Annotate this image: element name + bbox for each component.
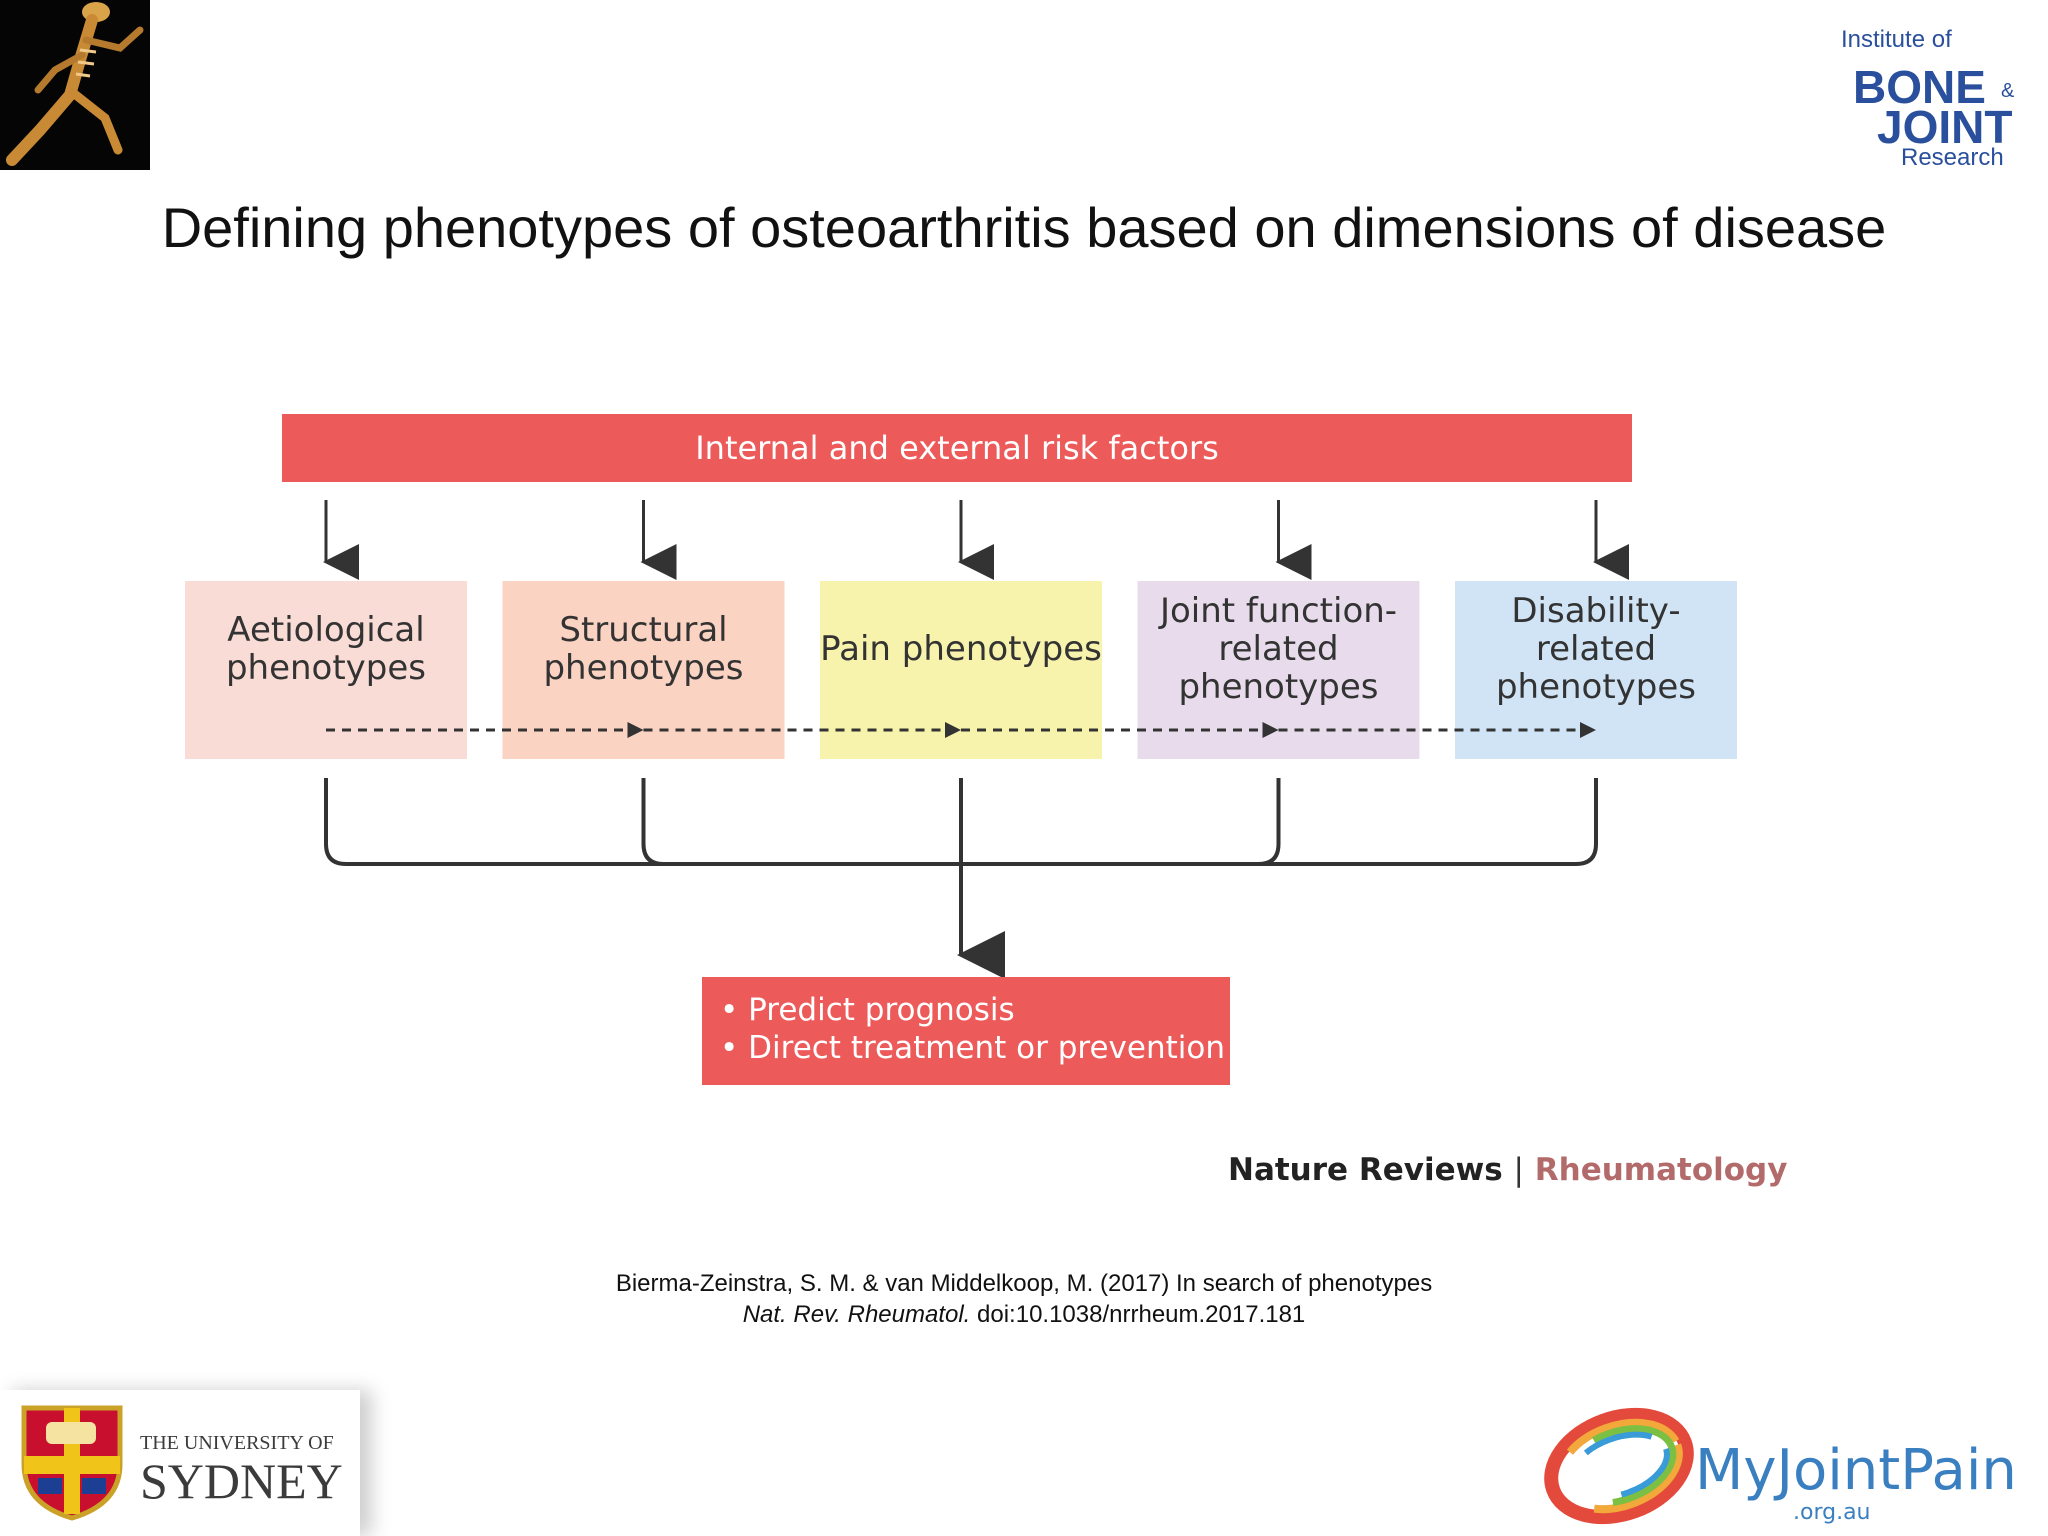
- citation: Bierma-Zeinstra, S. M. & van Middelkoop,…: [0, 1268, 2048, 1330]
- phenotype-label: Disability-related phenotypes: [1495, 591, 1697, 707]
- sydney-line2: SYDNEY: [140, 1453, 343, 1509]
- dotted-progression-arrows: [326, 722, 1596, 738]
- dotted-arrowhead: [1580, 722, 1596, 738]
- corner-figure-image: [0, 0, 150, 170]
- ibjr-logo-line3: JOINT: [1877, 101, 2013, 153]
- sydney-crest-icon: [21, 1405, 123, 1521]
- figure-source-credit: Nature Reviews | Rheumatology: [1228, 1152, 1787, 1188]
- merge-connector: [324, 778, 1598, 979]
- risk-arrows: [323, 500, 1629, 580]
- phenotype-label: Pain phenotypes: [820, 629, 1102, 669]
- dotted-arrowhead: [945, 722, 961, 738]
- source-separator: |: [1513, 1152, 1524, 1188]
- risk-factors-bar: [282, 414, 1632, 482]
- ibjr-logo-line4: Research: [1901, 144, 2004, 171]
- myjointpain-domain: .org.au: [1793, 1500, 1871, 1525]
- phenotype-label: Structural phenotypes: [543, 610, 744, 688]
- dotted-arrowhead: [627, 722, 644, 738]
- ibjr-logo-line1: Institute of: [1841, 26, 1952, 53]
- university-of-sydney-logo: THE UNIVERSITY OF SYDNEY: [0, 1378, 410, 1536]
- phenotype-label: Joint function-related phenotypes: [1159, 591, 1398, 707]
- ibjr-logo-line2: BONE: [1853, 61, 1986, 113]
- outcome-box: Predict prognosis Direct treatment or pr…: [702, 977, 1230, 1085]
- ibjr-logo: Institute of BONE & JOINT Research: [1825, 18, 2035, 208]
- slide-title: Defining phenotypes of osteoarthritis ba…: [161, 196, 1887, 259]
- sydney-line1: THE UNIVERSITY OF: [140, 1432, 334, 1454]
- outcome-item-prognosis: Predict prognosis: [720, 991, 1230, 1029]
- merge-branch: [641, 778, 664, 866]
- source-journal: Nature Reviews: [1228, 1152, 1503, 1188]
- phenotype-label: Aetiological phenotypes: [225, 610, 427, 688]
- risk-factors-label: Internal and external risk factors: [695, 429, 1219, 467]
- dotted-arrowhead: [1262, 722, 1279, 738]
- source-section: Rheumatology: [1534, 1152, 1788, 1188]
- citation-journal: Nat. Rev. Rheumatol.: [742, 1301, 971, 1328]
- citation-line1: Bierma-Zeinstra, S. M. & van Middelkoop,…: [615, 1270, 1433, 1297]
- citation-doi: doi:10.1038/nrrheum.2017.181: [970, 1301, 1306, 1328]
- skeleton-figure-icon: [0, 0, 150, 170]
- merge-branch: [1258, 778, 1281, 866]
- myjointpain-logo: MyJointPain .org.au: [1535, 1400, 2035, 1536]
- ibjr-logo-amp: &: [2001, 80, 2015, 102]
- phenotype-box: [1455, 581, 1737, 759]
- myjointpain-wordmark: MyJointPain: [1695, 1438, 2017, 1503]
- sydney-logo-card: THE UNIVERSITY OF SYDNEY: [0, 1390, 360, 1536]
- sydney-wordmark: THE UNIVERSITY OF SYDNEY: [140, 1432, 343, 1507]
- outcome-item-treatment: Direct treatment or prevention: [720, 1029, 1230, 1067]
- citation-line2: Nat. Rev. Rheumatol. doi:10.1038/nrrheum…: [0, 1299, 2048, 1330]
- myjointpain-ring-icon: [1544, 1407, 1694, 1525]
